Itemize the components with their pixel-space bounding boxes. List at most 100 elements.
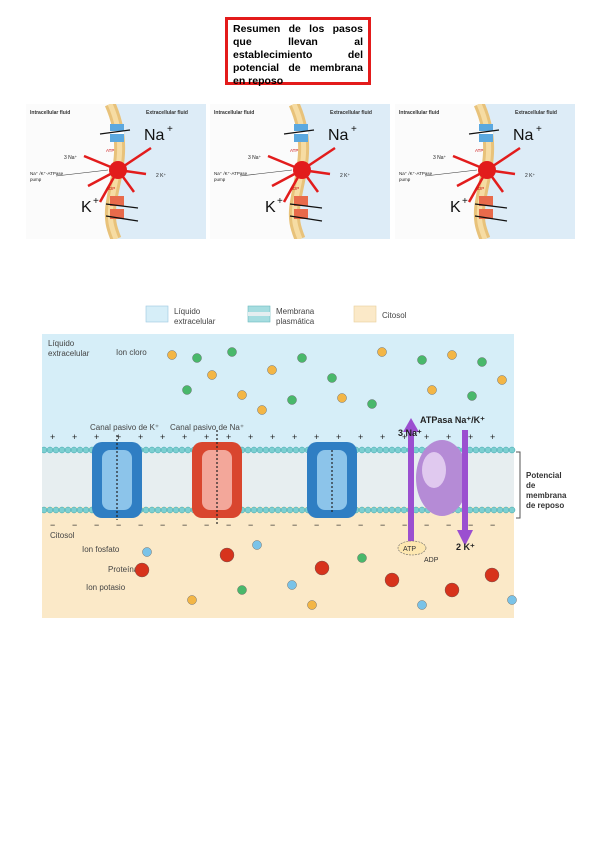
svg-text:−: − [358, 520, 363, 530]
ion-po [507, 595, 517, 605]
svg-text:−: − [138, 520, 143, 530]
svg-text:pump: pump [399, 177, 411, 182]
svg-text:+: + [358, 432, 363, 442]
ion-na [182, 385, 192, 395]
svg-text:−: − [72, 520, 77, 530]
svg-text:Intracellular fluid: Intracellular fluid [30, 110, 70, 116]
svg-text:−: − [50, 520, 55, 530]
svg-text:Na⁺ /K⁺-ATPase: Na⁺ /K⁺-ATPase [214, 171, 248, 176]
ion-pr [134, 562, 150, 578]
svg-text:Na: Na [144, 127, 165, 144]
svg-text:Citosol: Citosol [50, 531, 75, 540]
legend-membrane-2: plasmática [276, 317, 315, 326]
ion-po [142, 547, 152, 557]
svg-text:+: + [462, 196, 468, 207]
svg-text:−: − [402, 520, 407, 530]
svg-text:−: − [446, 520, 451, 530]
ion-cl [377, 347, 387, 357]
svg-text:extracelular: extracelular [48, 349, 90, 358]
membrane-diagram: Líquido extracelular Membrana plasmática… [42, 300, 572, 620]
svg-text:de: de [526, 481, 536, 490]
ion-cl [427, 385, 437, 395]
ion-pr [484, 567, 500, 583]
svg-text:+: + [160, 432, 165, 442]
svg-text:Líquido: Líquido [48, 339, 75, 348]
ion-na [327, 373, 337, 383]
ion-na [297, 353, 307, 363]
legend-extracellular-1: Líquido [174, 307, 201, 316]
svg-text:Canal pasivo de Na⁺: Canal pasivo de Na⁺ [170, 423, 244, 432]
svg-text:−: − [160, 520, 165, 530]
svg-text:Ion potasio: Ion potasio [86, 583, 126, 592]
svg-text:−: − [116, 520, 121, 530]
panel-pump-2: Intracellular fluid Extracellular fluid … [210, 104, 390, 239]
svg-text:−: − [314, 520, 319, 530]
svg-text:−: − [270, 520, 275, 530]
svg-text:+: + [446, 432, 451, 442]
svg-text:Na⁺ /K⁺-ATPase: Na⁺ /K⁺-ATPase [30, 171, 64, 176]
svg-text:+: + [138, 432, 143, 442]
ion-na [477, 357, 487, 367]
svg-text:ADP: ADP [290, 186, 299, 191]
svg-text:Ion fosfato: Ion fosfato [82, 545, 120, 554]
svg-text:+: + [204, 432, 209, 442]
ion-na [237, 585, 247, 595]
svg-text:−: − [468, 520, 473, 530]
legend-cytosol: Citosol [382, 311, 407, 320]
ion-po [252, 540, 262, 550]
svg-text:+: + [167, 124, 173, 135]
legend-extracellular-2: extracelular [174, 317, 216, 326]
svg-text:3 Na⁺: 3 Na⁺ [433, 155, 447, 161]
svg-text:+: + [380, 432, 385, 442]
svg-text:ATPasa Na⁺/K⁺: ATPasa Na⁺/K⁺ [420, 415, 485, 425]
svg-text:+: + [336, 432, 341, 442]
svg-text:Na: Na [513, 127, 534, 144]
ion-pr [219, 547, 235, 563]
legend-membrane-1: Membrana [276, 307, 315, 316]
svg-text:Na⁺ /K⁺-ATPase: Na⁺ /K⁺-ATPase [399, 171, 433, 176]
svg-text:3 Na⁺: 3 Na⁺ [398, 428, 422, 438]
ion-na [287, 395, 297, 405]
svg-text:+: + [468, 432, 473, 442]
svg-text:+: + [94, 432, 99, 442]
ion-cl [497, 375, 507, 385]
svg-text:+: + [402, 432, 407, 442]
svg-text:2 K⁺: 2 K⁺ [456, 542, 475, 552]
svg-text:Canal pasivo de K⁺: Canal pasivo de K⁺ [90, 423, 159, 432]
ion-cl [167, 350, 177, 360]
svg-text:−: − [204, 520, 209, 530]
svg-text:+: + [424, 432, 429, 442]
svg-text:+: + [351, 124, 357, 135]
passive-k-channel [92, 435, 142, 520]
ion-na [227, 347, 237, 357]
svg-text:Ion cloro: Ion cloro [116, 348, 147, 357]
svg-text:+: + [270, 432, 275, 442]
svg-text:−: − [182, 520, 187, 530]
svg-text:ATP: ATP [475, 148, 483, 153]
svg-text:+: + [50, 432, 55, 442]
svg-text:2 K⁺: 2 K⁺ [156, 173, 167, 179]
svg-text:−: − [292, 520, 297, 530]
svg-text:ADP: ADP [106, 186, 115, 191]
ion-cl [337, 393, 347, 403]
ion-po [417, 600, 427, 610]
svg-text:−: − [424, 520, 429, 530]
svg-text:ATP: ATP [106, 148, 114, 153]
panel-pump-1: Intracellular fluid Extracellular fluid … [26, 104, 206, 239]
ion-pr [384, 572, 400, 588]
svg-text:+: + [490, 432, 495, 442]
svg-text:−: − [490, 520, 495, 530]
ion-na [467, 391, 477, 401]
svg-text:ATP: ATP [290, 148, 298, 153]
ion-cl [447, 350, 457, 360]
title-box: Resumen de los pasos que llevan al estab… [225, 17, 371, 87]
ion-cl [237, 390, 247, 400]
ion-cl [267, 365, 277, 375]
svg-text:+: + [292, 432, 297, 442]
svg-text:+: + [182, 432, 187, 442]
ion-na [417, 355, 427, 365]
svg-text:+: + [536, 124, 542, 135]
svg-text:ATP: ATP [403, 546, 416, 553]
svg-text:+: + [277, 196, 283, 207]
svg-text:Potencial: Potencial [526, 471, 562, 480]
